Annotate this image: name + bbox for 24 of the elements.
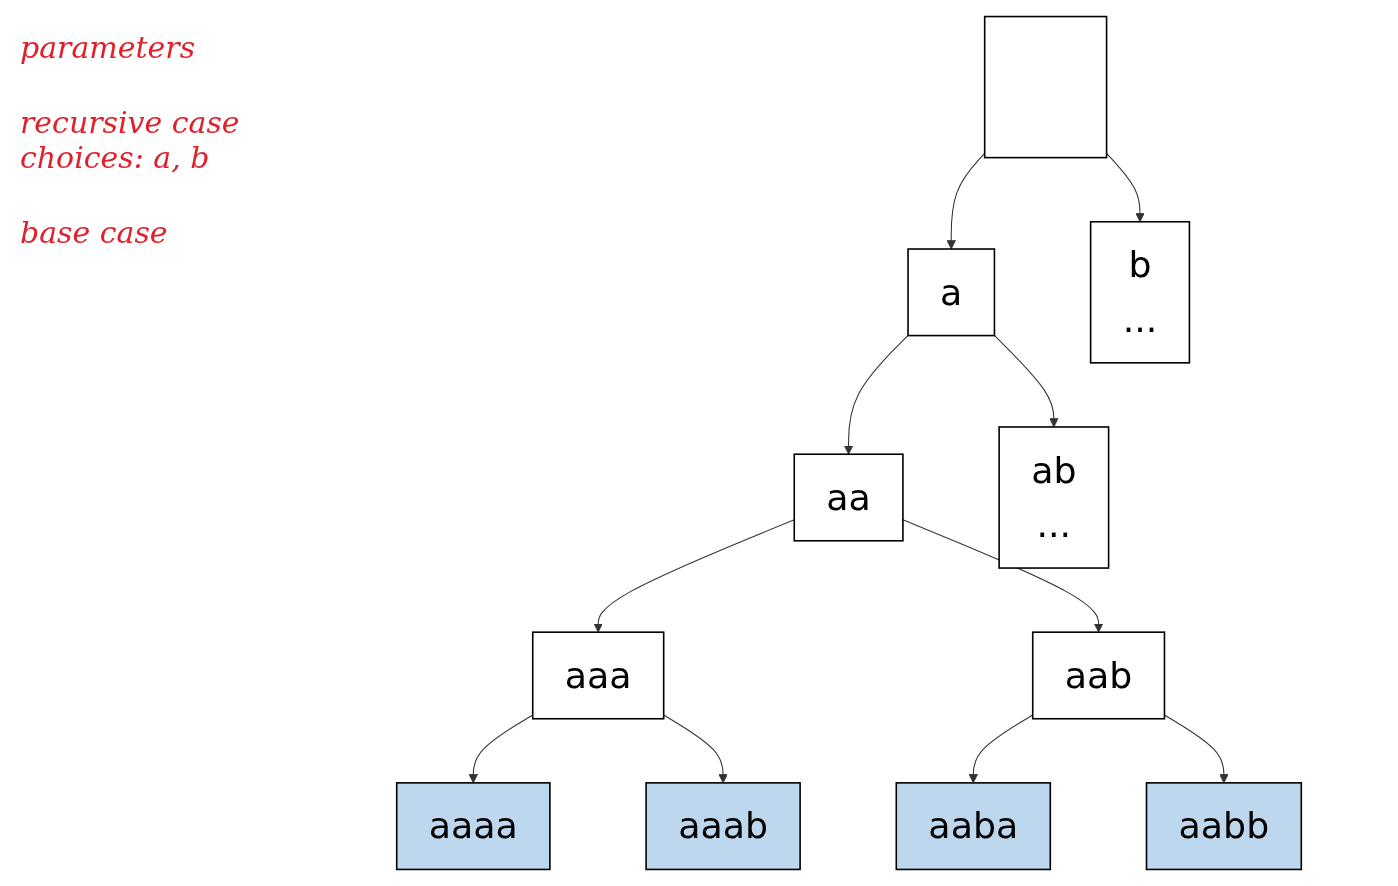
arrow: [1163, 714, 1229, 784]
arrow: [902, 519, 1104, 633]
handwritten-note: parameters: [20, 30, 197, 65]
arrow: [593, 519, 795, 633]
arrow: [1106, 152, 1145, 223]
node-box: aab: [1031, 631, 1166, 720]
arrow: [993, 334, 1059, 428]
arrow: [946, 152, 986, 250]
arrow: [843, 334, 909, 455]
node-box: aa: [793, 453, 904, 542]
node-box: ab ...: [998, 426, 1110, 569]
node-box: a: [907, 248, 996, 337]
node-box: aaab: [645, 782, 801, 871]
handwritten-note: base case: [20, 215, 169, 250]
arrow: [968, 714, 1034, 784]
handwritten-note: recursive case choices: a, b: [20, 105, 241, 175]
node-box: aaaa: [395, 782, 551, 871]
node-box: aabb: [1145, 782, 1303, 871]
node-box: [983, 15, 1108, 159]
node-box: b ...: [1089, 220, 1191, 364]
node-box: aaba: [895, 782, 1052, 871]
arrow: [663, 714, 728, 784]
node-box: aaa: [531, 631, 665, 720]
arrow: [468, 714, 534, 784]
